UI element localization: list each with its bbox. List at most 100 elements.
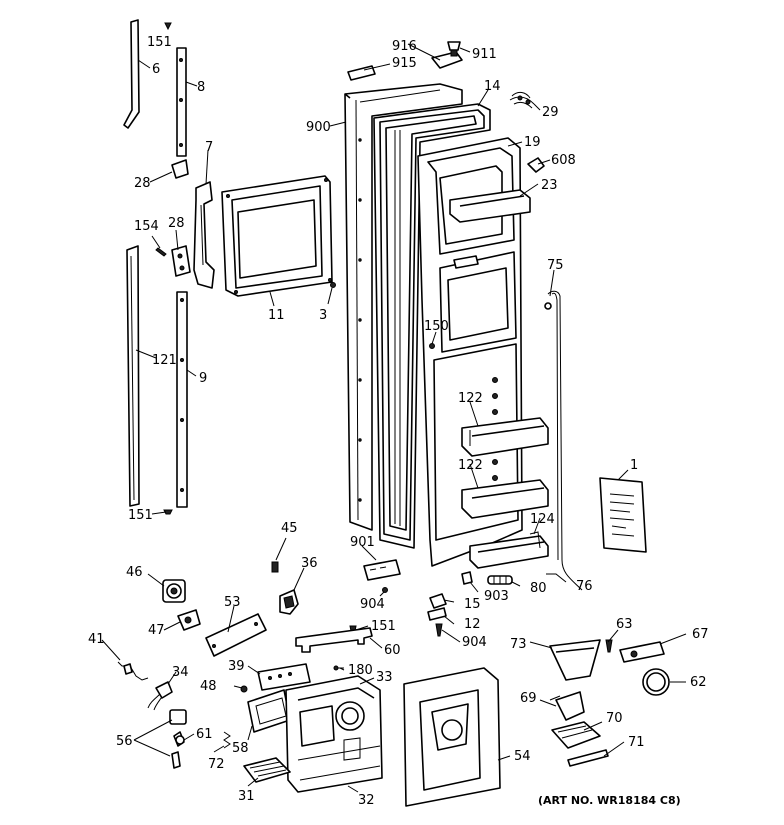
trim-strip-9 bbox=[176, 291, 188, 508]
screw-911 bbox=[447, 41, 461, 57]
label-48: 48 bbox=[200, 679, 217, 694]
label-901: 901 bbox=[350, 535, 375, 550]
label-54: 54 bbox=[514, 749, 531, 764]
label-80: 80 bbox=[530, 581, 547, 596]
label-151-bottom: 151 bbox=[128, 508, 153, 523]
label-45: 45 bbox=[281, 521, 298, 536]
screw-48 bbox=[240, 685, 248, 693]
label-76: 76 bbox=[576, 579, 593, 594]
label-36: 36 bbox=[301, 556, 318, 571]
label-150: 150 bbox=[424, 319, 449, 334]
label-6: 6 bbox=[152, 62, 160, 77]
label-7: 7 bbox=[205, 140, 213, 155]
part-47 bbox=[177, 609, 201, 631]
label-28-lower: 28 bbox=[168, 216, 185, 231]
panel-53 bbox=[205, 613, 267, 657]
label-33: 33 bbox=[376, 670, 393, 685]
label-14: 14 bbox=[484, 79, 501, 94]
screw-150 bbox=[429, 343, 435, 349]
rod-71 bbox=[567, 749, 609, 767]
handle-mount-28-upper bbox=[171, 159, 189, 179]
bin-23 bbox=[449, 189, 531, 223]
clip-15 bbox=[429, 593, 447, 609]
label-915: 915 bbox=[392, 56, 417, 71]
label-58: 58 bbox=[232, 741, 249, 756]
pin-61 bbox=[175, 735, 185, 745]
screw-151-top bbox=[164, 22, 172, 31]
fitting-903 bbox=[461, 571, 473, 585]
door-handle-7 bbox=[193, 181, 215, 289]
label-29: 29 bbox=[542, 105, 559, 120]
label-62: 62 bbox=[690, 675, 707, 690]
art-number: (ART NO. WR18184 C8) bbox=[538, 794, 681, 807]
label-72: 72 bbox=[208, 757, 225, 772]
bracket-60 bbox=[295, 627, 373, 653]
screw-151-bottom bbox=[163, 509, 173, 515]
wire-41 bbox=[117, 661, 149, 681]
module-39 bbox=[257, 663, 311, 691]
label-8: 8 bbox=[197, 80, 205, 95]
label-9: 9 bbox=[199, 371, 207, 386]
label-122-lower: 122 bbox=[458, 458, 483, 473]
wire-harness-29 bbox=[509, 91, 535, 109]
screw-63 bbox=[605, 639, 613, 653]
spring-72 bbox=[223, 731, 231, 749]
label-904-upper: 904 bbox=[360, 597, 385, 612]
clip-12 bbox=[427, 607, 447, 621]
panel-11 bbox=[221, 175, 333, 297]
chute-69 bbox=[549, 691, 585, 721]
label-63: 63 bbox=[616, 617, 633, 632]
trim-strip-121 bbox=[126, 245, 140, 507]
label-122-upper: 122 bbox=[458, 391, 483, 406]
label-39: 39 bbox=[228, 659, 245, 674]
drip-tray-31 bbox=[243, 757, 291, 783]
label-46: 46 bbox=[126, 565, 143, 580]
part-45 bbox=[271, 561, 279, 573]
label-903: 903 bbox=[484, 589, 509, 604]
door-shell-900 bbox=[344, 83, 463, 531]
label-15: 15 bbox=[464, 597, 481, 612]
label-911: 911 bbox=[472, 47, 497, 62]
label-904-lower: 904 bbox=[462, 635, 487, 650]
handle-mount-28-lower bbox=[171, 245, 191, 277]
funnel-73 bbox=[549, 639, 601, 681]
label-70: 70 bbox=[606, 711, 623, 726]
label-121: 121 bbox=[152, 353, 177, 368]
label-154: 154 bbox=[134, 219, 159, 234]
door-bin-124 bbox=[469, 531, 549, 569]
ring-62 bbox=[642, 668, 670, 696]
label-608: 608 bbox=[551, 153, 576, 168]
label-900: 900 bbox=[306, 120, 331, 135]
wire-34 bbox=[147, 681, 173, 711]
label-32: 32 bbox=[358, 793, 375, 808]
label-61: 61 bbox=[196, 727, 213, 742]
label-69: 69 bbox=[520, 691, 537, 706]
label-1: 1 bbox=[630, 458, 638, 473]
label-19: 19 bbox=[524, 135, 541, 150]
label-47: 47 bbox=[148, 623, 165, 638]
leader-lines bbox=[101, 43, 687, 793]
bracket-36 bbox=[279, 589, 299, 615]
label-916: 916 bbox=[392, 39, 417, 54]
label-60: 60 bbox=[384, 643, 401, 658]
part-labels: 151 6 8 916 911 915 14 29 900 19 608 23 … bbox=[88, 35, 709, 808]
label-56: 56 bbox=[116, 734, 133, 749]
label-73: 73 bbox=[510, 637, 527, 652]
actuator-58 bbox=[247, 689, 291, 733]
switch-46 bbox=[162, 579, 186, 603]
bracket-67 bbox=[619, 641, 665, 663]
trim-strip-8 bbox=[176, 47, 187, 157]
door-bin-122-upper bbox=[461, 417, 549, 457]
label-124: 124 bbox=[530, 512, 555, 527]
label-53: 53 bbox=[224, 595, 241, 610]
label-12: 12 bbox=[464, 617, 481, 632]
coupling-80 bbox=[487, 575, 513, 585]
door-gasket-14 bbox=[373, 103, 491, 549]
dispenser-front-54 bbox=[403, 667, 501, 807]
label-41: 41 bbox=[88, 632, 105, 647]
label-67: 67 bbox=[692, 627, 709, 642]
label-75: 75 bbox=[547, 258, 564, 273]
label-71: 71 bbox=[628, 735, 645, 750]
label-34: 34 bbox=[172, 665, 189, 680]
